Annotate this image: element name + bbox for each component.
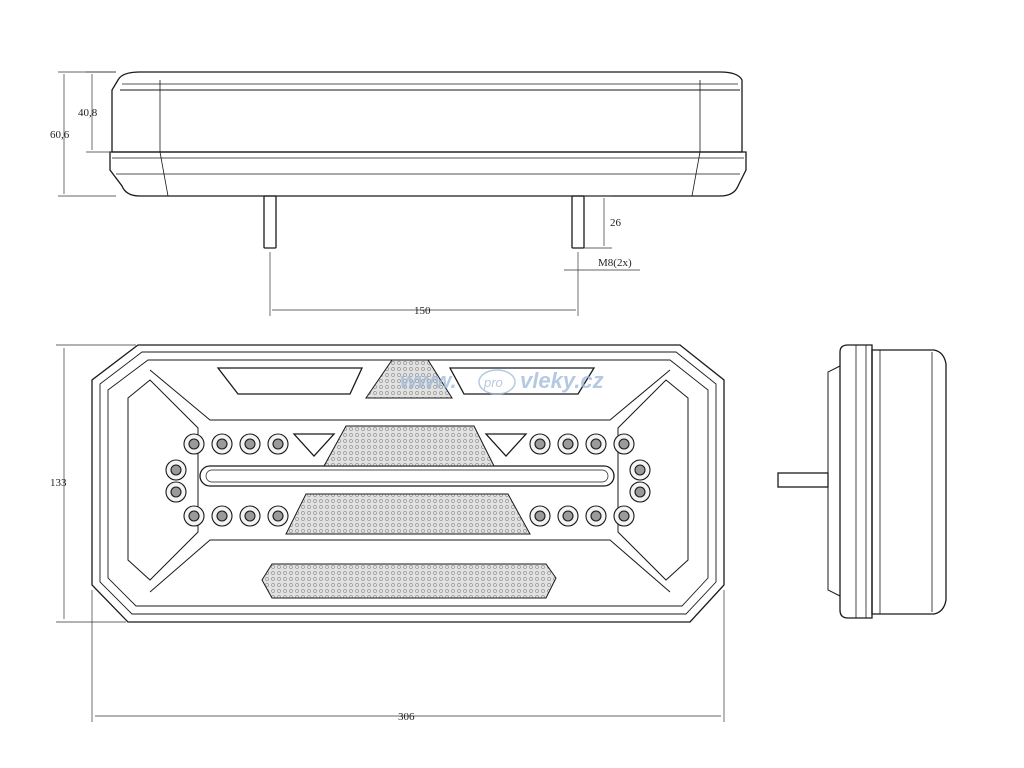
top-view [109, 71, 747, 249]
watermark-suffix: vleky.cz [520, 368, 604, 393]
top-view-dimensions [58, 71, 640, 316]
dim-stud-length: 26 [610, 217, 622, 229]
upper-reflector [323, 425, 495, 467]
tri-right [484, 433, 528, 457]
stud-left [263, 195, 277, 249]
watermark-prefix: www. [400, 368, 457, 393]
light-tube [199, 465, 615, 487]
led-cluster [165, 433, 651, 527]
tri-left [292, 433, 336, 457]
watermark-pro: pro [483, 375, 503, 390]
front-view-dimensions [56, 344, 725, 722]
dim-total-height: 60,6 [50, 129, 70, 141]
watermark: www. pro vleky.cz [400, 368, 604, 395]
top-reflector [365, 359, 453, 399]
dim-stud-spacing: 150 [414, 305, 431, 317]
middle-reflector [285, 493, 531, 535]
top-right-lens [448, 367, 596, 395]
dim-front-width: 306 [398, 711, 415, 723]
top-left-lens [216, 367, 364, 395]
bottom-reflector [261, 563, 557, 599]
dim-body-height: 40,8 [78, 107, 98, 119]
side-stud [777, 472, 829, 488]
stud-right [571, 195, 585, 249]
side-view [777, 344, 947, 619]
reflector-panels [261, 359, 557, 599]
dim-stud-thread: M8(2x) [598, 257, 632, 269]
dim-front-height: 133 [50, 477, 67, 489]
